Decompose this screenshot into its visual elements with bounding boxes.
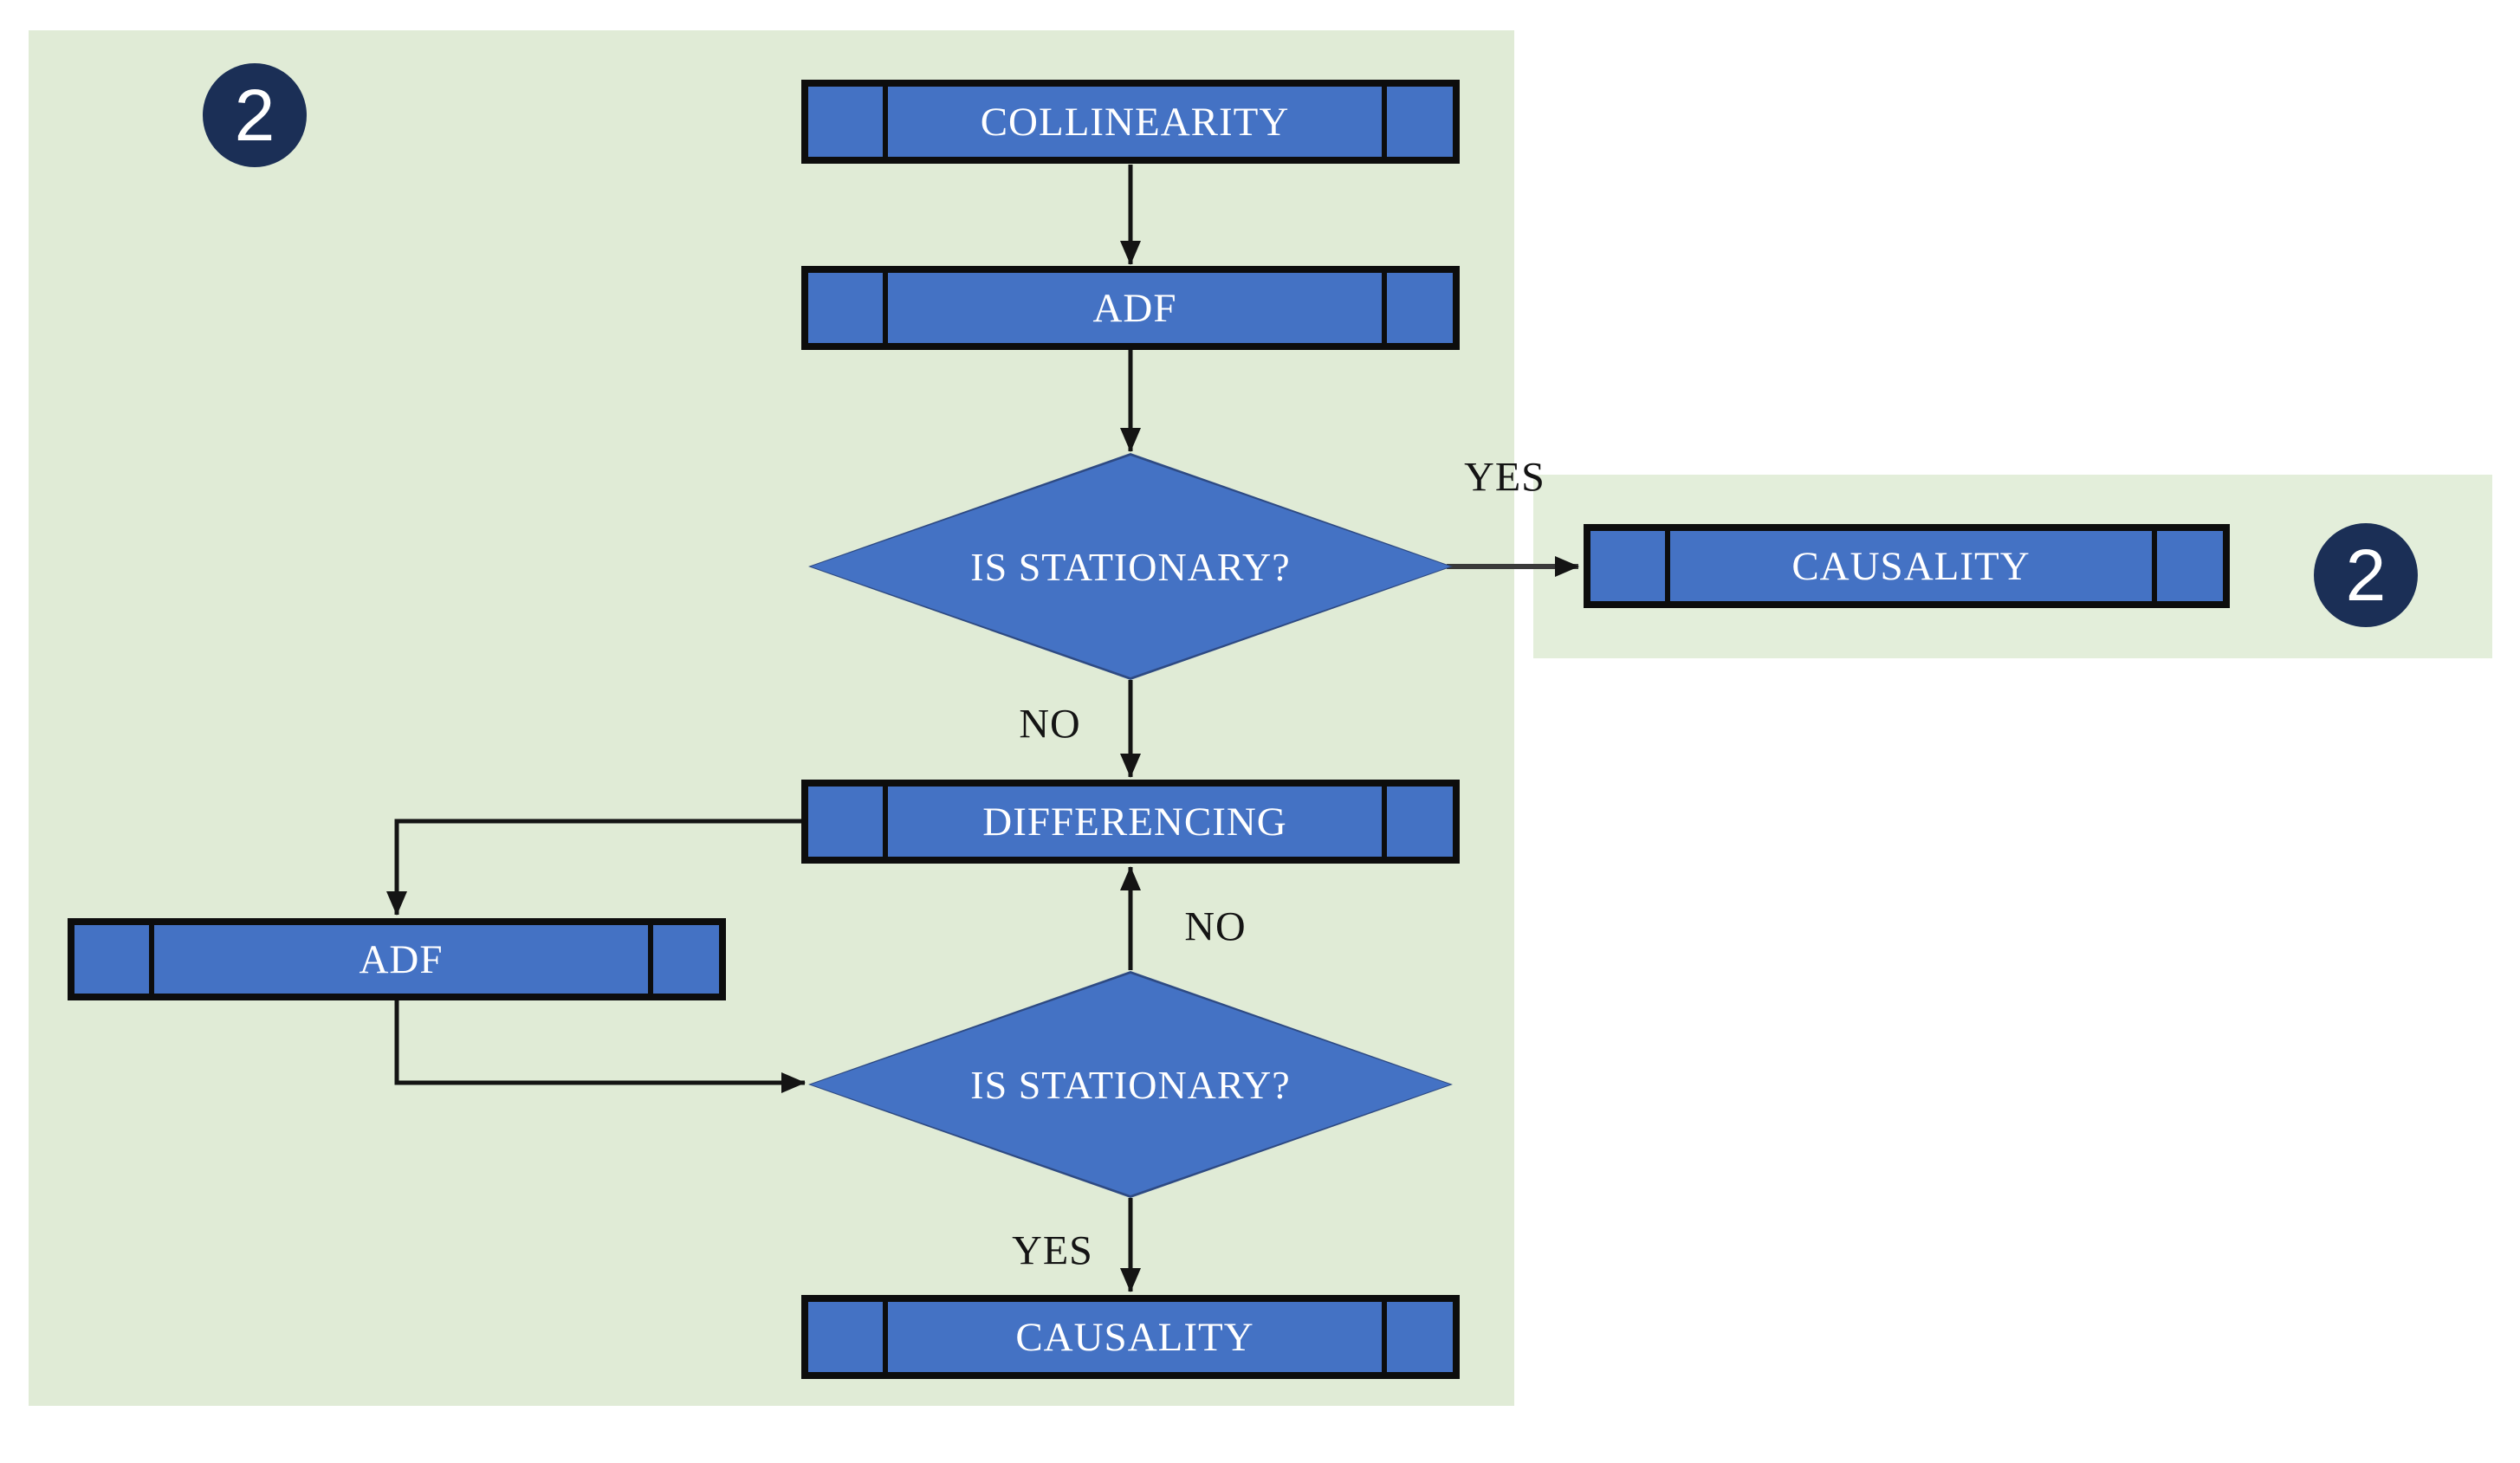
arrow-adf-left-to-stationary-bottom xyxy=(394,1000,806,1093)
node-adf-top: ADF xyxy=(801,266,1460,350)
node-causality-bottom-right-segment xyxy=(1382,1302,1453,1372)
node-differencing: DIFFERENCING xyxy=(801,780,1460,864)
edge-label-yes-top: YES xyxy=(1464,454,1545,501)
edge-label-yes-bottom: YES xyxy=(1012,1227,1093,1274)
node-collinearity-label: COLLINEARITY xyxy=(980,99,1290,145)
node-differencing-right-segment xyxy=(1382,787,1453,857)
node-causality-bottom-left-segment xyxy=(808,1302,888,1372)
node-collinearity-left-segment xyxy=(808,87,888,157)
node-collinearity-right-segment xyxy=(1382,87,1453,157)
node-differencing-left-segment xyxy=(808,787,888,857)
node-adf-left-left-segment xyxy=(74,925,154,994)
node-causality-right-left-segment xyxy=(1590,531,1670,601)
node-adf-left: ADF xyxy=(68,918,726,1000)
node-causality-right-label: CAUSALITY xyxy=(1791,543,2031,589)
main-region-background xyxy=(29,30,1514,1406)
node-causality-bottom-label: CAUSALITY xyxy=(1015,1314,1254,1360)
edge-label-no-bottom: NO xyxy=(1184,903,1247,950)
node-adf-top-label: ADF xyxy=(1092,285,1177,331)
node-adf-top-left-segment xyxy=(808,273,888,343)
edge-label-no-top: NO xyxy=(1019,701,1081,748)
node-is-stationary-bottom-label: IS STATIONARY? xyxy=(970,1062,1291,1107)
node-is-stationary-top-label: IS STATIONARY? xyxy=(970,544,1291,589)
step-badge-left: 2 xyxy=(203,63,307,167)
node-adf-left-right-segment xyxy=(648,925,719,994)
arrow-differencing-to-adf-left xyxy=(386,819,801,916)
node-causality-right: CAUSALITY xyxy=(1584,524,2230,608)
node-collinearity: COLLINEARITY xyxy=(801,80,1460,164)
node-adf-left-label: ADF xyxy=(359,936,444,982)
node-causality-bottom: CAUSALITY xyxy=(801,1295,1460,1379)
step-badge-right-number: 2 xyxy=(2345,534,2387,616)
node-causality-right-right-segment xyxy=(2152,531,2223,601)
node-differencing-label: DIFFERENCING xyxy=(982,799,1287,845)
node-adf-top-right-segment xyxy=(1382,273,1453,343)
step-badge-right: 2 xyxy=(2314,523,2418,627)
step-badge-left-number: 2 xyxy=(234,74,275,156)
